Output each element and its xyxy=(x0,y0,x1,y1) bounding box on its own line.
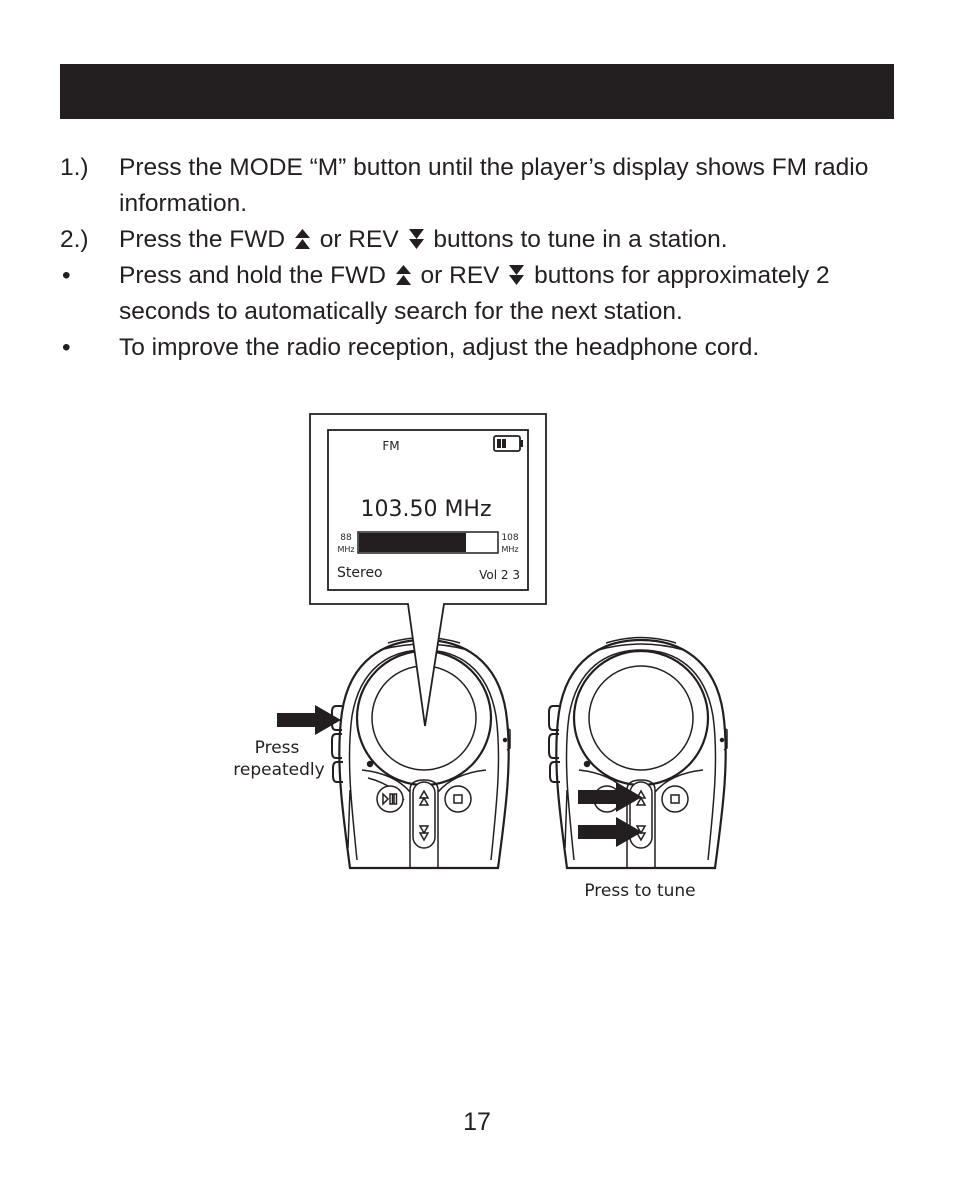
step-text-part: or REV xyxy=(319,226,399,253)
instruction-bullet-2: • To improve the radio reception, adjust… xyxy=(60,330,900,366)
callout-press-to-tune: Press to tune xyxy=(584,881,695,901)
page-number: 17 xyxy=(463,1108,491,1136)
step-text-part: Press the MODE “M” button until the play… xyxy=(119,154,869,217)
instruction-step-2: 2.) Press the FWD or REV buttons to tune… xyxy=(60,222,900,258)
scale-min-label: 88 xyxy=(340,533,352,543)
double-up-arrow-icon xyxy=(395,265,411,285)
stop-button[interactable] xyxy=(444,785,472,813)
instruction-list: 1.) Press the MODE “M” button until the … xyxy=(60,150,900,366)
bullet-text: Press and hold the FWD or REV buttons fo… xyxy=(119,258,900,330)
band-label: FM xyxy=(382,439,399,453)
left-player xyxy=(331,636,511,870)
section-header-bar xyxy=(60,64,894,119)
step-marker: 2.) xyxy=(60,226,89,253)
wheel-center-disk xyxy=(588,665,694,771)
tuning-bar-fill xyxy=(359,533,466,552)
step-marker: 1.) xyxy=(60,154,89,181)
bullet-text: To improve the radio reception, adjust t… xyxy=(119,330,900,366)
double-up-arrow-icon xyxy=(294,229,310,249)
step-text-part: To improve the radio reception, adjust t… xyxy=(119,334,760,361)
step-text-part: Press and hold the FWD xyxy=(119,262,386,289)
volume-label: Vol 2 3 xyxy=(479,568,520,582)
arrow-to-mode-button xyxy=(277,705,341,735)
scale-max-unit: MHz xyxy=(501,545,518,554)
bullet-marker: • xyxy=(62,262,71,289)
step-text: Press the FWD or REV buttons to tune in … xyxy=(119,222,900,258)
audio-mode-label: Stereo xyxy=(337,565,383,581)
fwd-rev-rocker[interactable] xyxy=(412,781,436,849)
step-text-part: Press the FWD xyxy=(119,226,286,253)
step-text-part: buttons to tune in a station. xyxy=(433,226,728,253)
stop-button[interactable] xyxy=(661,785,689,813)
frequency-readout: 103.50 MHz xyxy=(360,497,491,522)
double-down-arrow-icon xyxy=(408,229,424,249)
step-text: Press the MODE “M” button until the play… xyxy=(119,150,900,222)
player-display xyxy=(327,429,529,591)
instruction-step-1: 1.) Press the MODE “M” button until the … xyxy=(60,150,900,222)
callout-press-repeatedly: Press xyxy=(255,738,300,758)
double-down-arrow-icon xyxy=(509,265,525,285)
callout-press-repeatedly-line-2: repeatedly xyxy=(233,760,324,780)
wheel-outer-ring xyxy=(572,649,710,787)
arrow-to-reverse-button xyxy=(578,817,642,847)
bullet-marker: • xyxy=(62,334,71,361)
arrow-to-forward-button xyxy=(578,782,642,812)
battery-icon xyxy=(493,435,523,452)
player-body xyxy=(555,638,727,870)
instruction-bullet-1: • Press and hold the FWD or REV buttons … xyxy=(60,258,900,330)
step-text-part: or REV xyxy=(420,262,500,289)
scale-max-label: 108 xyxy=(501,533,518,543)
step-text-part: buttons for approximately 2 seconds to a… xyxy=(119,262,830,325)
scale-min-unit: MHz xyxy=(337,545,354,554)
